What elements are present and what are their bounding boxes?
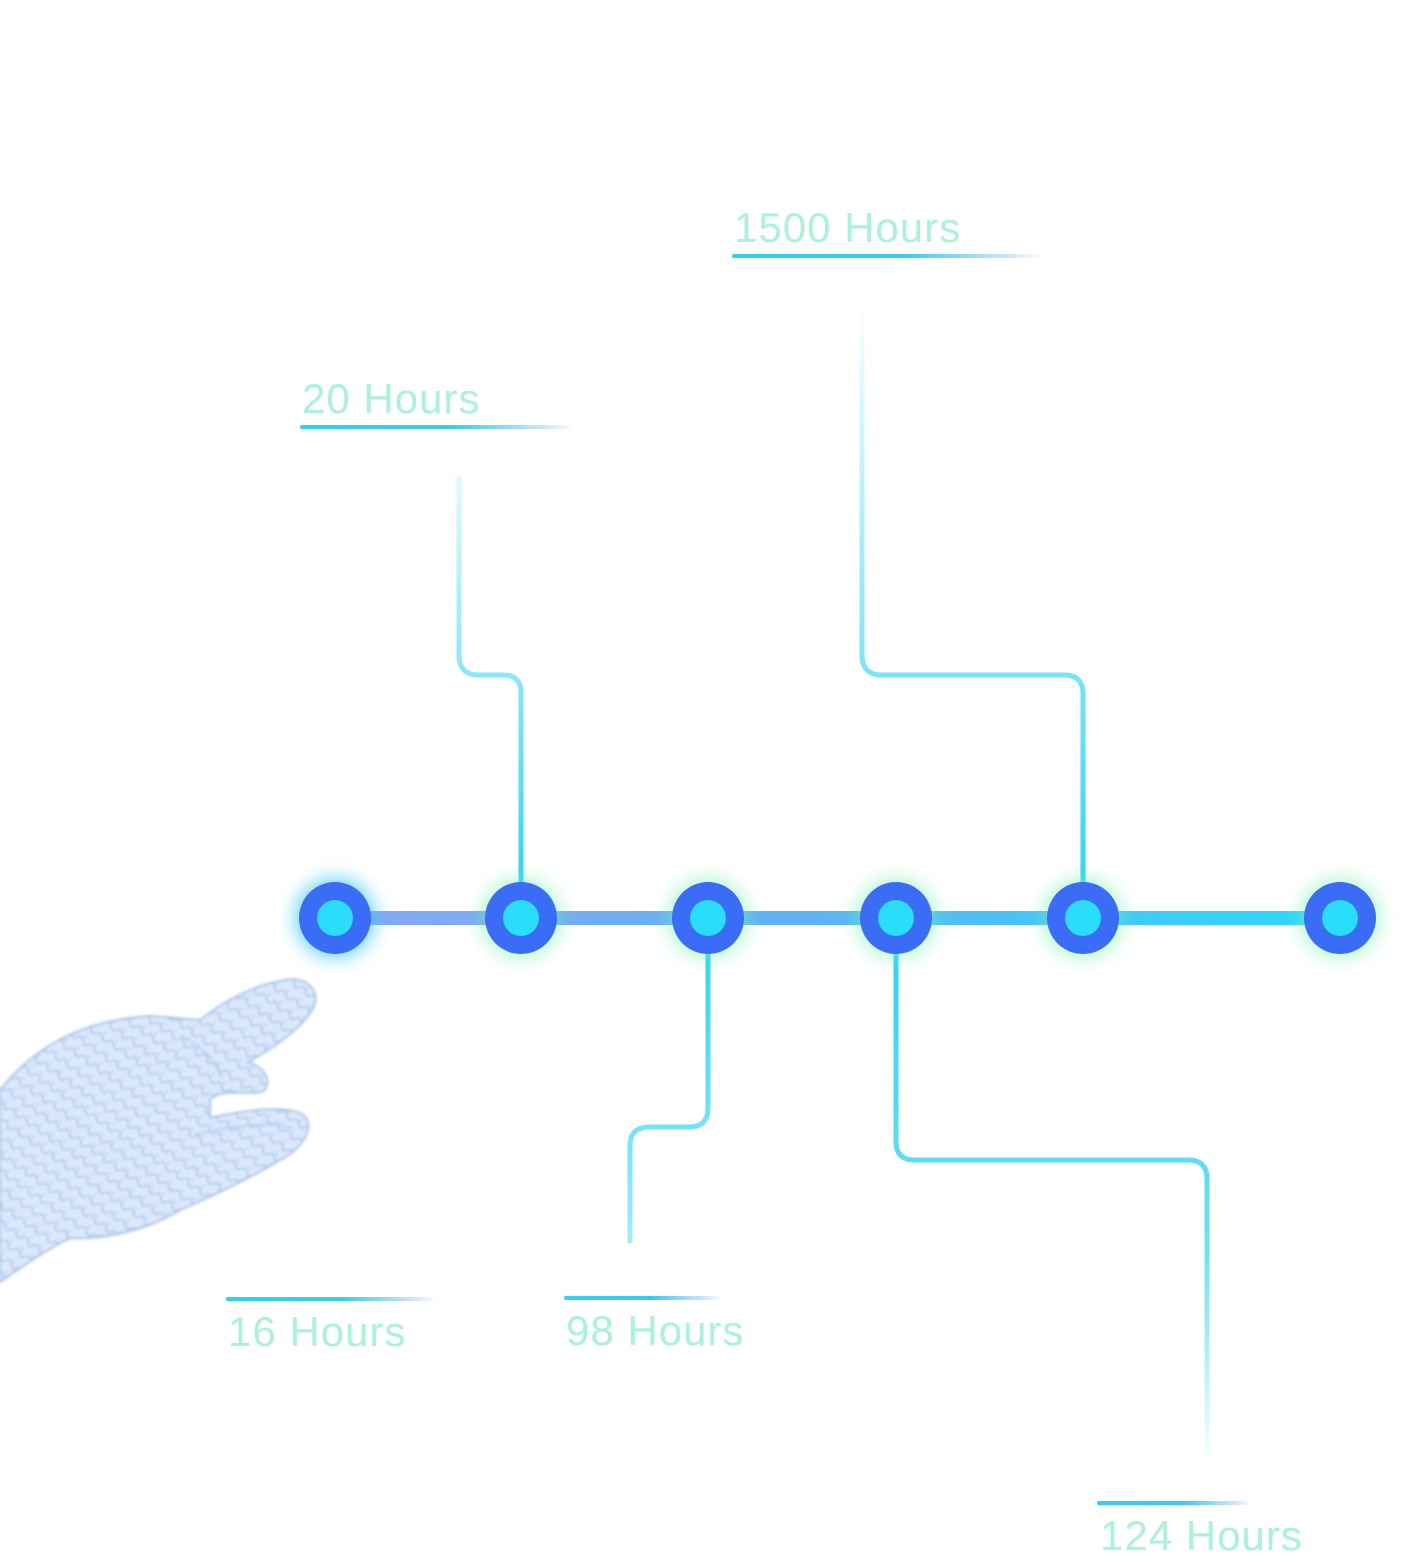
node-core xyxy=(1065,900,1101,936)
label-20-hours: 20 Hours xyxy=(302,375,481,422)
underline-20-hours xyxy=(300,425,575,429)
connector-1500-hours xyxy=(859,307,1086,888)
connector-124-hours xyxy=(893,950,1210,1455)
underline-16-hours xyxy=(226,1297,436,1301)
timeline-node xyxy=(668,878,748,958)
timeline-node xyxy=(1043,878,1123,958)
node-core xyxy=(690,900,726,936)
node-core xyxy=(317,900,353,936)
connector-98-hours xyxy=(627,950,711,1243)
timeline-node xyxy=(1300,878,1380,958)
underline-1500-hours xyxy=(732,254,1042,258)
underline-98-hours xyxy=(564,1296,722,1300)
node-core xyxy=(1322,900,1358,936)
label-124-hours: 124 Hours xyxy=(1100,1512,1303,1559)
pointing-hand-icon xyxy=(0,978,317,1284)
label-98-hours: 98 Hours xyxy=(566,1307,745,1354)
label-1500-hours: 1500 Hours xyxy=(734,204,962,251)
timeline-node xyxy=(295,878,375,958)
timeline-node xyxy=(856,878,936,958)
label-16-hours: 16 Hours xyxy=(228,1308,407,1355)
underline-124-hours xyxy=(1097,1501,1252,1505)
node-core xyxy=(503,900,539,936)
connector-20-hours xyxy=(456,475,524,888)
timeline-node xyxy=(481,878,561,958)
node-core xyxy=(878,900,914,936)
